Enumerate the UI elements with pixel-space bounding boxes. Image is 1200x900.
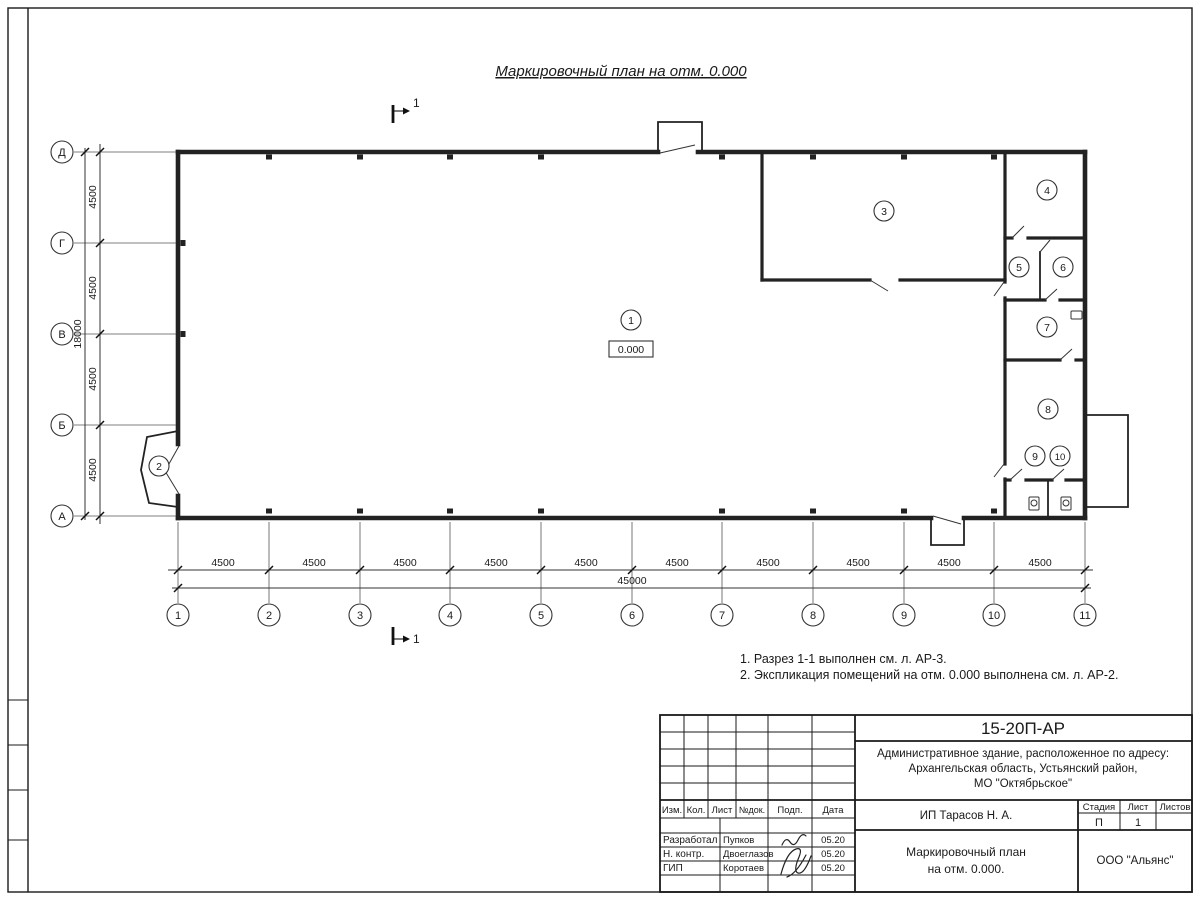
sanitary-fixtures	[1028, 310, 1083, 511]
dim-label: 4500	[211, 557, 235, 569]
column-header: Изм.	[662, 805, 682, 816]
signature	[781, 834, 807, 846]
staff-date: 05.20	[821, 849, 845, 860]
axis-label: 2	[266, 610, 272, 622]
room-label: 8	[1045, 404, 1051, 416]
staff-date: 05.20	[821, 835, 845, 846]
staff-role: Разработал	[663, 834, 718, 846]
staff-role: Н. контр.	[663, 849, 704, 860]
stage-label: Стадия	[1083, 802, 1115, 813]
room-label: 10	[1055, 452, 1066, 463]
notes: 1. Разрез 1-1 выполнен см. л. АР-3. 2. Э…	[740, 652, 1118, 682]
room-label: 4	[1044, 185, 1050, 197]
doc-number: 15-20П-АР	[981, 719, 1065, 738]
room-label: 6	[1060, 262, 1066, 274]
axis-label: 1	[175, 610, 181, 622]
dim-label: 4500	[87, 185, 99, 209]
dimension-chain-bottom: 4500 4500 4500 4500 4500 4500 4500 4500 …	[168, 522, 1093, 603]
axis-label: А	[58, 511, 66, 523]
column-header: №док.	[739, 805, 765, 815]
page-title: Маркировочный план на отм. 0.000	[495, 63, 747, 80]
dim-total-label: 18000	[72, 319, 84, 348]
door-leaves	[164, 144, 1073, 525]
axis-label: 5	[538, 610, 544, 622]
axis-bubbles-left: Д Г В Б А	[50, 140, 74, 528]
dim-label: 4500	[87, 367, 99, 391]
dim-label: 4500	[846, 557, 870, 569]
signature	[780, 848, 812, 878]
room-label: 9	[1032, 451, 1038, 463]
axis-label: 11	[1079, 610, 1090, 622]
elevation-mark: 0.000	[608, 340, 654, 358]
note-line: 2. Экспликация помещений на отм. 0.000 в…	[740, 668, 1118, 682]
dim-label: 4500	[87, 458, 99, 482]
axis-label: 8	[810, 610, 816, 622]
dim-label: 4500	[665, 557, 689, 569]
sheet-label: Лист	[1128, 802, 1149, 813]
dim-total-label: 45000	[617, 575, 646, 587]
staff-name: Коротаев	[723, 863, 764, 874]
sheets-label: Листов	[1160, 802, 1191, 813]
section-label: 1	[413, 96, 420, 110]
exterior-walls	[175, 149, 1088, 521]
stage-value: П	[1095, 817, 1103, 829]
staff-date: 05.20	[821, 863, 845, 874]
dim-label: 4500	[302, 557, 326, 569]
axis-label: 9	[901, 610, 907, 622]
title-block: 15-20П-АР Административное здание, распо…	[659, 714, 1193, 893]
interior-partitions	[760, 150, 1087, 520]
dim-label: 4500	[574, 557, 598, 569]
section-label: 1	[413, 632, 420, 646]
room-label: 2	[156, 461, 162, 473]
sheet-frame	[7, 7, 1193, 893]
client: ИП Тарасов Н. А.	[920, 810, 1013, 822]
axis-bubbles-bottom: 1 2 3 4 5 6 7 8 9 10 11	[166, 603, 1097, 627]
axis-label: 3	[357, 610, 363, 622]
column-header: Лист	[712, 805, 733, 816]
room-label: 3	[881, 206, 887, 218]
section-mark-bottom: 1	[391, 627, 420, 646]
project-desc-line: Административное здание, расположенное п…	[877, 748, 1169, 760]
wall-pilasters	[180, 154, 997, 514]
room-marks: 1 2 3 4 5 6 7 8 9 10	[148, 179, 1074, 477]
column-header: Кол.	[687, 805, 706, 816]
dim-label: 4500	[484, 557, 508, 569]
staff-role: ГИП	[663, 863, 683, 874]
company: ООО "Альянс"	[1097, 855, 1174, 867]
project-desc-line: МО "Октябрьское"	[974, 778, 1072, 790]
dim-label: 4500	[1028, 557, 1052, 569]
room-label: 5	[1016, 262, 1022, 274]
elevation-value: 0.000	[618, 344, 644, 356]
dim-label: 4500	[87, 276, 99, 300]
axis-label: 7	[719, 610, 725, 622]
room-label: 1	[628, 315, 634, 327]
axis-label: Г	[59, 238, 65, 250]
column-header: Дата	[822, 805, 844, 816]
axis-label: В	[58, 329, 65, 341]
vestibules-porches	[140, 121, 1129, 546]
staff-name: Двоеглазов	[723, 849, 774, 860]
sheet-value: 1	[1135, 817, 1141, 829]
drawing-title-line: на отм. 0.000.	[928, 862, 1005, 876]
axis-label: 10	[988, 610, 1000, 622]
dim-label: 4500	[756, 557, 780, 569]
staff-name: Пупков	[723, 835, 754, 846]
drawing-title-line: Маркировочный план	[906, 845, 1026, 859]
axis-label: Б	[58, 420, 65, 432]
dim-label: 4500	[937, 557, 961, 569]
dim-label: 4500	[393, 557, 417, 569]
axis-label: Д	[58, 147, 66, 159]
section-mark-top: 1	[391, 96, 420, 123]
room-label: 7	[1044, 322, 1050, 334]
project-desc-line: Архангельская область, Устьянский район,	[909, 763, 1138, 775]
dimension-chain-left: 4500 4500 4500 4500 18000	[72, 144, 176, 524]
axis-label: 4	[447, 610, 453, 622]
axis-label: 6	[629, 610, 635, 622]
column-header: Подп.	[777, 805, 802, 816]
note-line: 1. Разрез 1-1 выполнен см. л. АР-3.	[740, 652, 947, 666]
